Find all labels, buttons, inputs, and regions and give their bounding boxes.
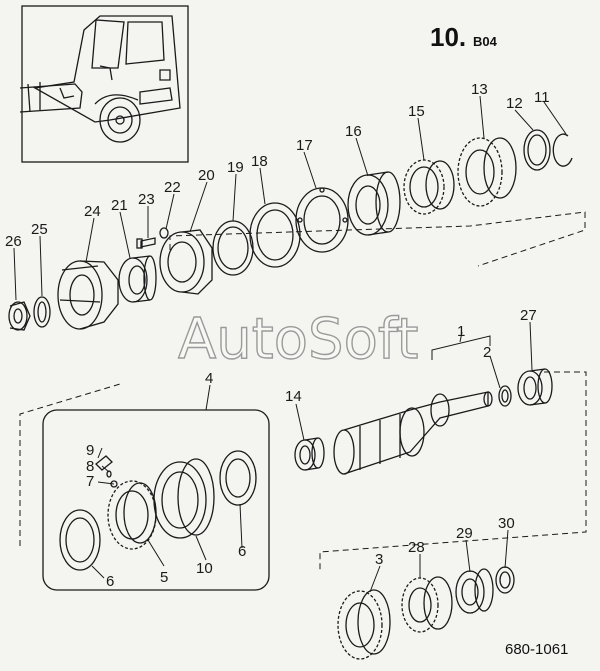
part-13-gear: [457, 137, 517, 207]
drawing-code: 680-1061: [505, 641, 568, 658]
part-24-flange: [57, 260, 119, 330]
label-part-10: 10: [196, 560, 213, 577]
part-20-housing: [159, 229, 213, 295]
part-5-hub: [107, 480, 157, 550]
label-part-13: 13: [471, 81, 488, 98]
label-part-3: 3: [375, 551, 383, 568]
label-part-24: 24: [84, 203, 101, 220]
page-suffix: B04: [473, 34, 498, 49]
label-part-26: 26: [5, 233, 22, 250]
label-part-18: 18: [251, 153, 268, 170]
part-6-ring-right: [219, 450, 257, 506]
truck-thumbnail: [19, 5, 189, 163]
label-part-17: 17: [296, 137, 313, 154]
label-part-11: 11: [534, 89, 550, 106]
label-part-2: 2: [483, 344, 491, 361]
label-part-6-right: 6: [238, 543, 246, 560]
label-part-28: 28: [408, 539, 425, 556]
label-part-23: 23: [138, 191, 155, 208]
part-14-bearing: [294, 437, 325, 471]
label-part-22: 22: [164, 179, 181, 196]
upper-assembly-outline: [169, 211, 586, 267]
main-shaft-assembly: [294, 368, 587, 570]
part-6-ring-left: [59, 509, 101, 571]
label-part-15: 15: [408, 103, 425, 120]
label-part-14: 14: [285, 388, 302, 405]
part-12-ring: [523, 129, 551, 171]
part-3-gear: [337, 589, 391, 660]
label-part-30: 30: [498, 515, 515, 532]
label-part-20: 20: [198, 167, 215, 184]
part-18-gasket: [249, 202, 301, 268]
part-11-snapring: [552, 133, 573, 167]
part-2-washer: [498, 385, 512, 407]
synchro-assembly: [19, 383, 270, 591]
synchro-box: [42, 409, 270, 591]
page-number: 10.: [430, 22, 466, 52]
leader-lines: [13, 95, 567, 593]
part-labels: 1 2 3 4 5 6 6 7 8 9 10 11 12 13 14 15 16…: [5, 81, 550, 590]
part-9-8-7-detent: [95, 455, 118, 488]
page-header: 10. B04: [430, 22, 498, 52]
part-1-shaft: [333, 391, 493, 475]
label-part-12: 12: [506, 95, 523, 112]
part-15-gear: [403, 159, 455, 215]
part-10-sleeve: [153, 458, 215, 539]
label-part-8: 8: [86, 458, 94, 475]
label-part-6-left: 6: [106, 573, 114, 590]
label-part-5: 5: [160, 569, 168, 586]
part-28-gear: [401, 576, 453, 633]
upper-assembly-parts: [8, 129, 573, 331]
label-part-1: 1: [457, 323, 465, 340]
part-19-ring: [212, 220, 254, 276]
part-23-bolt: [136, 237, 156, 249]
part-21-seal: [118, 255, 157, 303]
part-29-bearing: [455, 568, 494, 614]
label-part-9: 9: [86, 442, 94, 459]
label-part-7: 7: [86, 473, 94, 490]
part-27-bearing: [517, 368, 553, 406]
label-part-29: 29: [456, 525, 473, 542]
part-22-washer: [159, 227, 169, 239]
label-part-4: 4: [205, 370, 213, 387]
part-30-nut: [495, 566, 515, 594]
part-16-bearing: [347, 171, 401, 236]
part-26-nut: [8, 301, 31, 331]
shaft-outline: [319, 371, 587, 570]
label-part-27: 27: [520, 307, 537, 324]
label-part-16: 16: [345, 123, 362, 140]
label-part-21: 21: [111, 197, 128, 214]
lower-gear-cluster: [337, 566, 515, 660]
label-part-19: 19: [227, 159, 244, 176]
part-25-ring: [33, 296, 51, 328]
label-part-25: 25: [31, 221, 48, 238]
synchro-outline: [19, 383, 121, 546]
part-17-cover: [295, 187, 349, 253]
watermark: AutoSoft: [178, 307, 419, 372]
